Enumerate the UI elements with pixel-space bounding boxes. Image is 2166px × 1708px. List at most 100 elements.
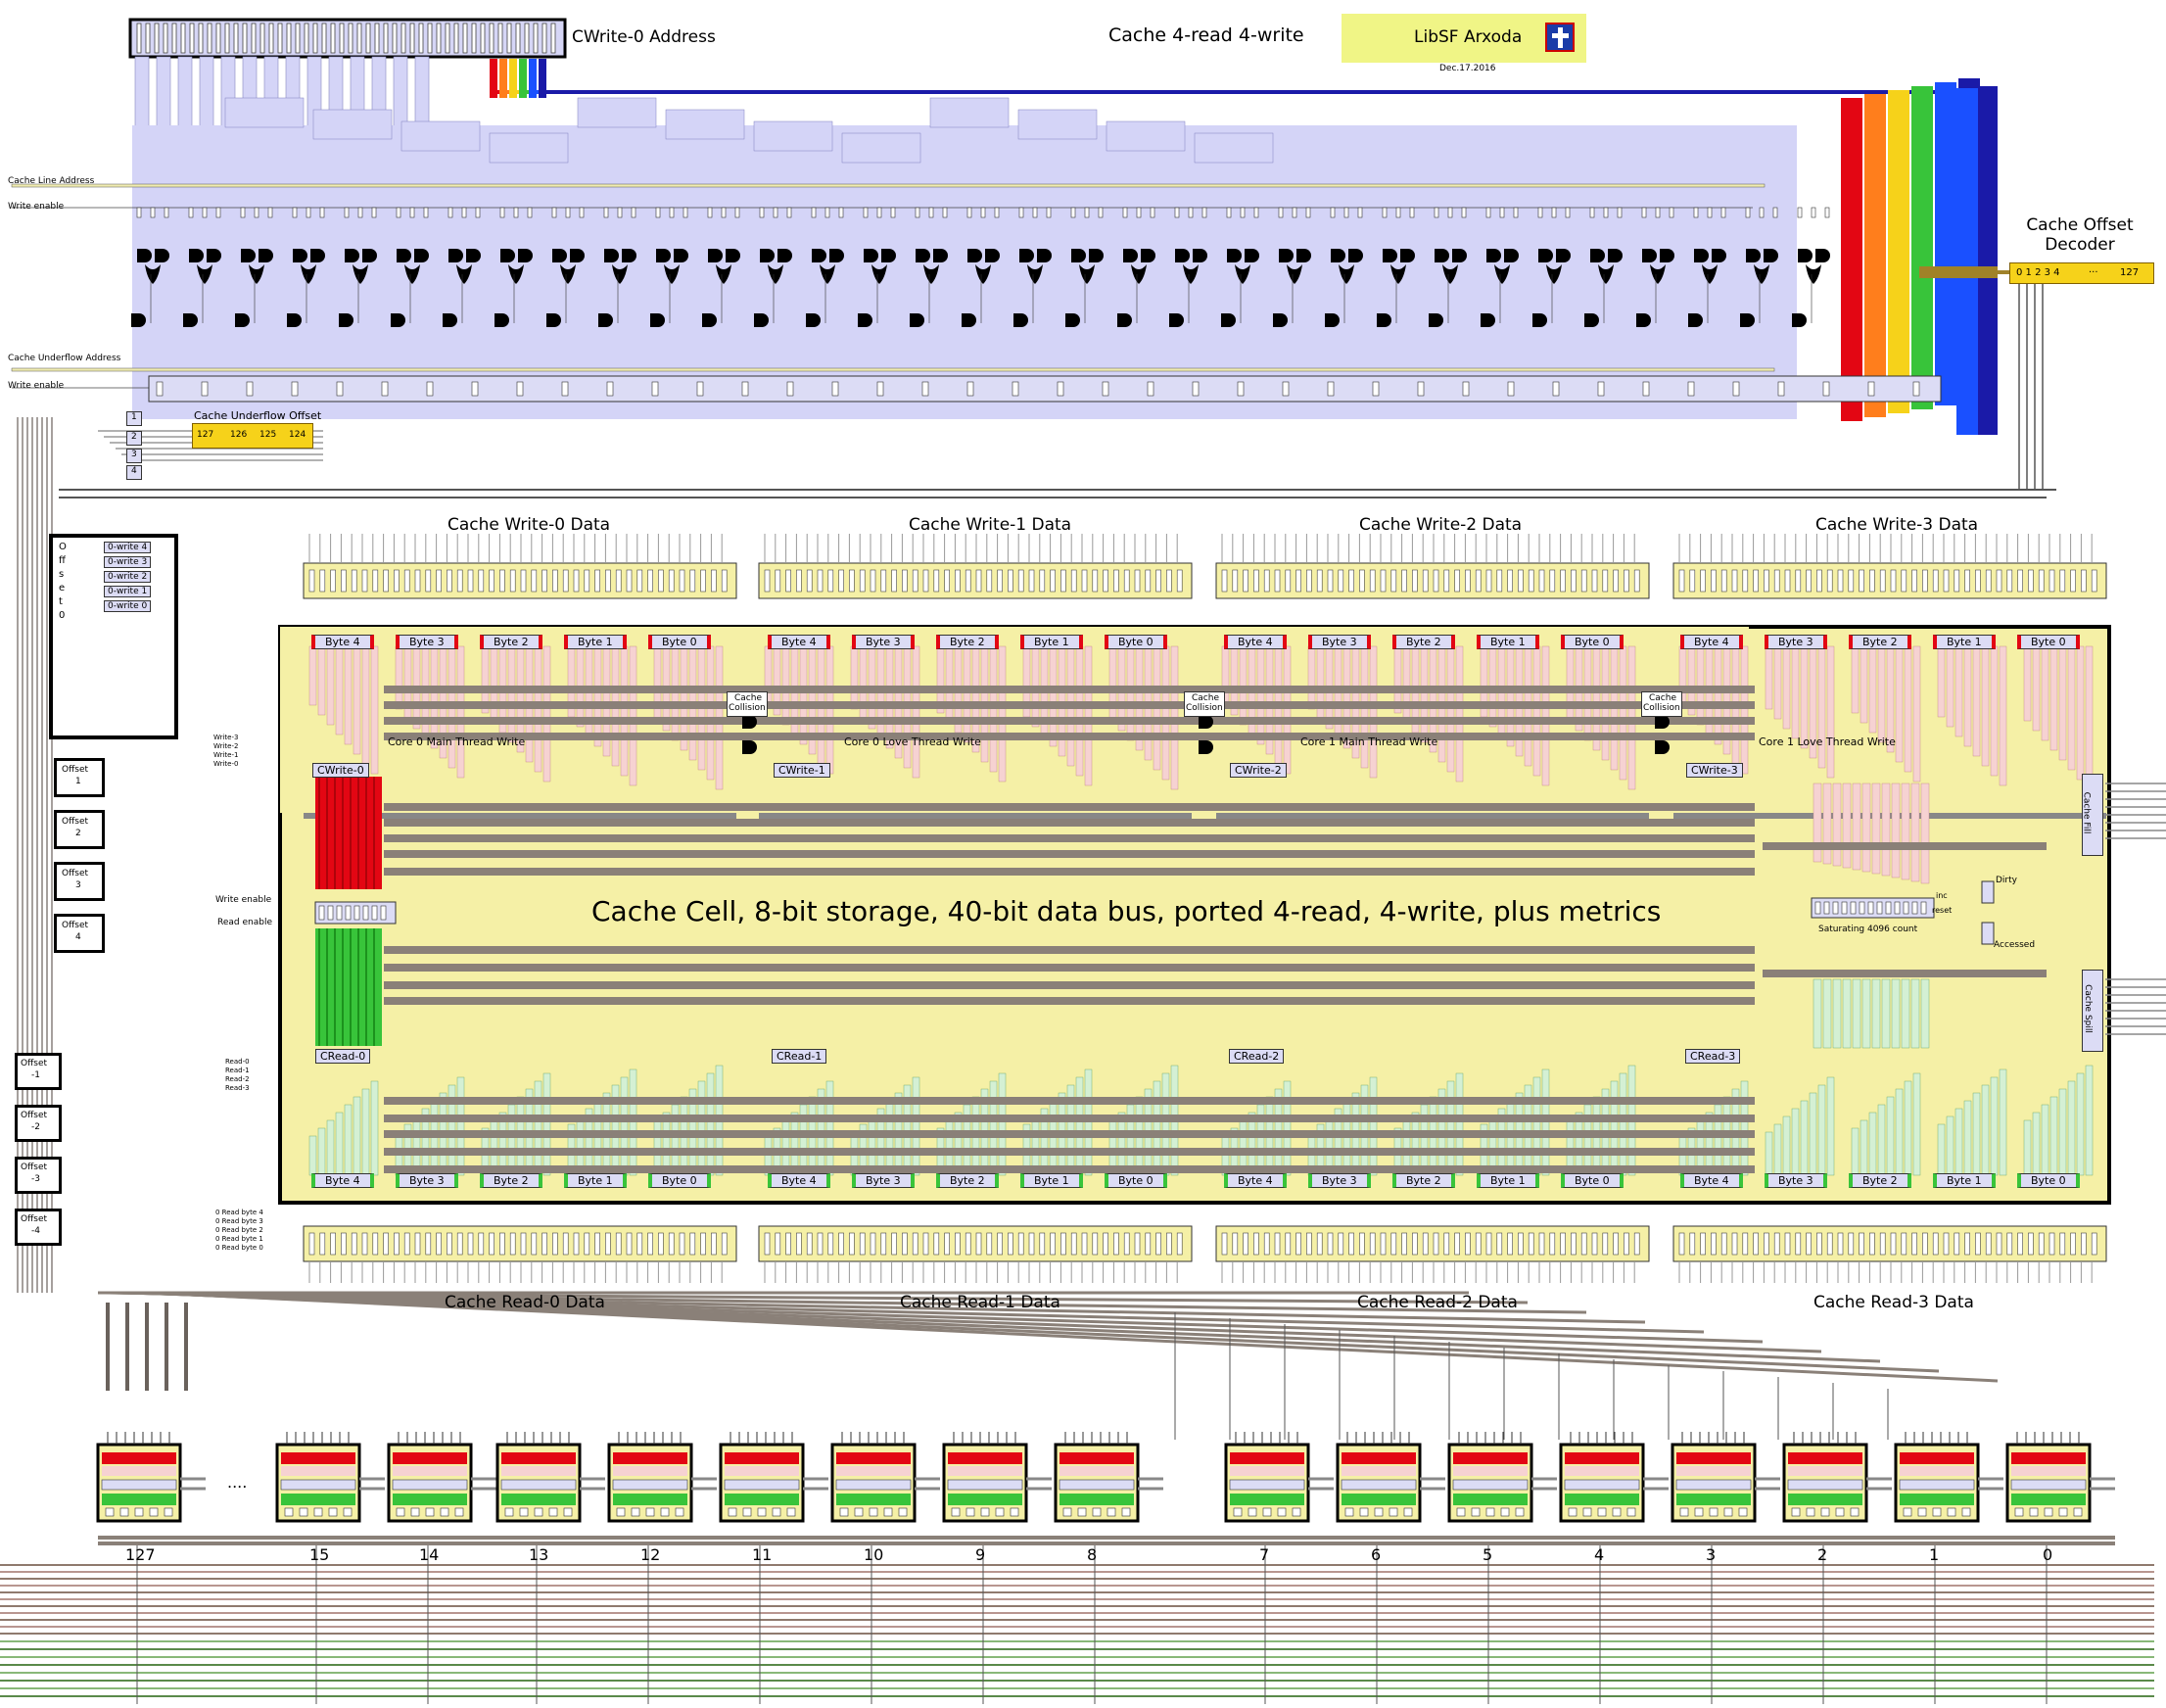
cell-index-label: 3 bbox=[1706, 1545, 1717, 1564]
cell-index-label: 13 bbox=[529, 1545, 549, 1564]
dirty-label: Dirty bbox=[1996, 876, 2017, 885]
read-byte-input-3: 0 Read byte 3 bbox=[215, 1217, 263, 1225]
cell-index-label: 0 bbox=[2043, 1545, 2053, 1564]
offset-decoder-box: 0 1 2 3 4 ··· 127 bbox=[2009, 262, 2154, 284]
write-byte-label: Byte 0 bbox=[2017, 635, 2080, 649]
write-input-0: Write-0 bbox=[213, 760, 239, 768]
write-byte-label: Byte 2 bbox=[936, 635, 999, 649]
reset-label: reset bbox=[1932, 906, 1953, 915]
cache-spill-box: Cache Spill bbox=[2082, 970, 2103, 1052]
diagram-date: Dec.17.2016 bbox=[1439, 64, 1496, 73]
cell-index-label: 6 bbox=[1371, 1545, 1382, 1564]
offset-box-neg-4: Offset-4 bbox=[15, 1209, 62, 1246]
cwrite-2-label: CWrite-2 bbox=[1230, 763, 1287, 778]
cell-index-label: 5 bbox=[1483, 1545, 1493, 1564]
read-byte-label: Byte 0 bbox=[1561, 1173, 1624, 1188]
read-byte-input-2: 0 Read byte 2 bbox=[215, 1226, 263, 1234]
write-0-data-title: Cache Write-0 Data bbox=[447, 515, 611, 535]
cell-index-label: 10 bbox=[864, 1545, 884, 1564]
cache-underflow-address-label: Cache Underflow Address bbox=[8, 354, 121, 363]
write-1-data-title: Cache Write-1 Data bbox=[909, 515, 1072, 535]
read-byte-label: Byte 1 bbox=[1477, 1173, 1539, 1188]
underflow-offset-label: Cache Underflow Offset bbox=[194, 409, 322, 422]
write-byte-label: Byte 1 bbox=[1477, 635, 1539, 649]
cell-index-label: 1 bbox=[1929, 1545, 1940, 1564]
read-byte-label: Byte 2 bbox=[936, 1173, 999, 1188]
offset-0-vertical-label: Offset 0 bbox=[59, 542, 67, 621]
thread-write-core1-main: Core 1 Main Thread Write bbox=[1300, 735, 1438, 748]
thread-write-core0-main: Core 0 Main Thread Write bbox=[388, 735, 526, 748]
write-byte-label: Byte 4 bbox=[768, 635, 830, 649]
saturating-label: Saturating 4096 count bbox=[1818, 925, 1918, 934]
write-byte-label: Byte 4 bbox=[311, 635, 374, 649]
cell-index-label: 4 bbox=[1594, 1545, 1605, 1564]
read-input-1: Read-1 bbox=[225, 1067, 250, 1074]
offset-box-neg-2: Offset-2 bbox=[15, 1105, 62, 1142]
write-enable-top-label: Write enable bbox=[8, 202, 65, 212]
offset-decoder-ellipsis: ··· bbox=[2089, 267, 2098, 278]
read-byte-label: Byte 4 bbox=[1680, 1173, 1743, 1188]
read-byte-label: Byte 4 bbox=[1224, 1173, 1287, 1188]
write-byte-label: Byte 3 bbox=[1308, 635, 1371, 649]
read-3-data-title: Cache Read-3 Data bbox=[1813, 1293, 1974, 1312]
read-byte-label: Byte 3 bbox=[1308, 1173, 1371, 1188]
cell-index-label: 11 bbox=[752, 1545, 773, 1564]
write-byte-label: Byte 1 bbox=[1020, 635, 1083, 649]
write-2-data-title: Cache Write-2 Data bbox=[1359, 515, 1523, 535]
read-input-0: Read-0 bbox=[225, 1058, 250, 1066]
offset-selector-2: 2 bbox=[126, 431, 142, 446]
address-label: CWrite-0 Address bbox=[572, 27, 716, 47]
offset-box-neg-1: Offset-1 bbox=[15, 1053, 62, 1090]
write-byte-label: Byte 1 bbox=[564, 635, 627, 649]
read-byte-label: Byte 0 bbox=[648, 1173, 711, 1188]
read-byte-label: Byte 0 bbox=[2017, 1173, 2080, 1188]
cell-index-label: 9 bbox=[975, 1545, 986, 1564]
underflow-offset-124: 124 bbox=[289, 430, 306, 440]
write-byte-label: Byte 3 bbox=[396, 635, 458, 649]
thread-write-core0-love: Core 0 Love Thread Write bbox=[844, 735, 981, 748]
write-input-2: Write-2 bbox=[213, 742, 239, 750]
write-byte-label: Byte 4 bbox=[1224, 635, 1287, 649]
inc-label: inc bbox=[1936, 891, 1948, 900]
write-label-1: 0-write 1 bbox=[104, 586, 152, 597]
read-byte-label: Byte 3 bbox=[396, 1173, 458, 1188]
write-byte-label: Byte 0 bbox=[1561, 635, 1624, 649]
read-byte-input-1: 0 Read byte 1 bbox=[215, 1235, 263, 1243]
read-byte-label: Byte 1 bbox=[1933, 1173, 1996, 1188]
underflow-offset-126: 126 bbox=[230, 430, 248, 440]
cache-line-address-label: Cache Line Address bbox=[8, 176, 95, 186]
cross-icon bbox=[1545, 23, 1575, 52]
cread-2-label: CRead-2 bbox=[1229, 1049, 1285, 1064]
write-byte-label: Byte 2 bbox=[1392, 635, 1455, 649]
read-byte-label: Byte 4 bbox=[768, 1173, 830, 1188]
read-byte-label: Byte 1 bbox=[564, 1173, 627, 1188]
underflow-offset-127: 127 bbox=[197, 430, 214, 440]
write-enable-bottom-label: Write enable bbox=[8, 381, 65, 391]
read-byte-label: Byte 0 bbox=[1105, 1173, 1167, 1188]
cwrite-0-label: CWrite-0 bbox=[312, 763, 369, 778]
offset-selector-1: 1 bbox=[126, 411, 142, 426]
cell-index-label: 8 bbox=[1087, 1545, 1098, 1564]
read-byte-label: Byte 3 bbox=[852, 1173, 915, 1188]
offset-decoder-title: Cache Offset Decoder bbox=[2026, 215, 2134, 255]
offset-selector-4: 4 bbox=[126, 465, 142, 480]
write-enable-cell-label: Write enable bbox=[215, 895, 272, 905]
read-byte-label: Byte 2 bbox=[1392, 1173, 1455, 1188]
diagram-title: Cache 4-read 4-write bbox=[1108, 24, 1304, 46]
write-3-data-title: Cache Write-3 Data bbox=[1815, 515, 1979, 535]
cread-3-label: CRead-3 bbox=[1685, 1049, 1741, 1064]
write-byte-label: Byte 2 bbox=[480, 635, 542, 649]
write-byte-label: Byte 0 bbox=[648, 635, 711, 649]
write-label-4: 0-write 4 bbox=[104, 542, 152, 553]
read-byte-label: Byte 2 bbox=[1849, 1173, 1911, 1188]
write-byte-label: Byte 2 bbox=[1849, 635, 1911, 649]
write-input-1: Write-1 bbox=[213, 751, 239, 759]
offset-selector-3: 3 bbox=[126, 449, 142, 463]
write-input-3: Write-3 bbox=[213, 734, 239, 741]
